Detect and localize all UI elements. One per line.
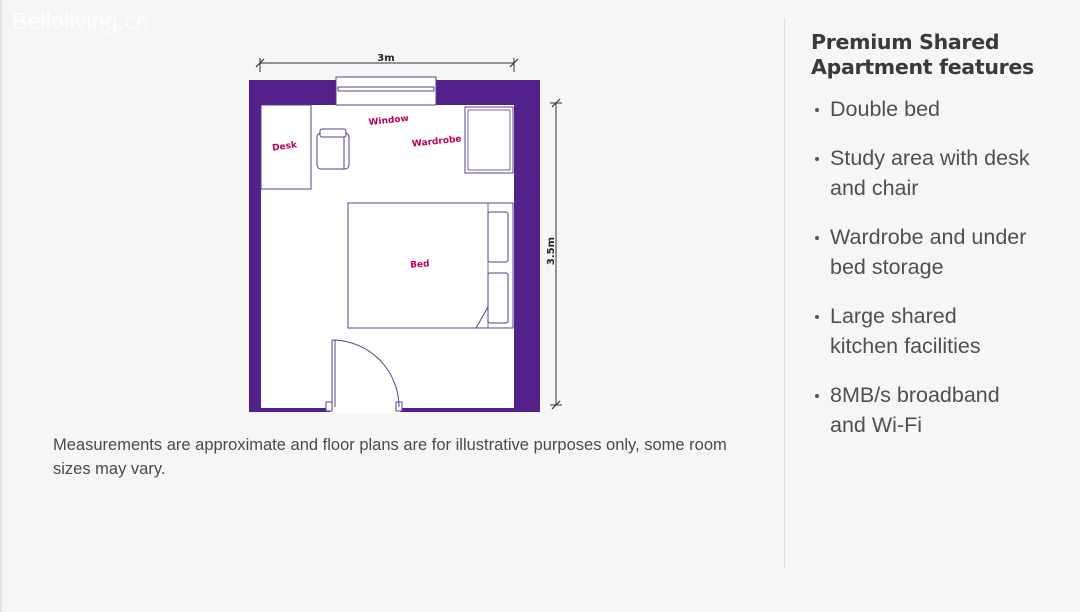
feature-text: 8MB/s broadband and Wi-Fi — [830, 383, 1000, 437]
chair — [316, 128, 350, 170]
bed-label: Bed — [410, 259, 430, 270]
width-dimension: 3m — [255, 53, 519, 72]
bullet-icon — [815, 108, 819, 112]
feature-text: Double bed — [830, 97, 940, 121]
feature-text: Wardrobe and under bed storage — [830, 225, 1027, 279]
floor-plan-drawing: 3m 3.5m Desk — [249, 53, 562, 413]
feature-text: Study area with desk and chair — [830, 146, 1030, 200]
feature-item: Study area with desk and chair — [811, 143, 1030, 203]
divider — [784, 18, 785, 568]
bed: Bed — [347, 202, 514, 329]
height-dimension: 3.5m — [546, 98, 562, 410]
bullet-icon — [815, 394, 819, 398]
page-edge — [0, 0, 2, 612]
watermark: Belloliving.cn — [12, 8, 150, 34]
disclaimer: Measurements are approximate and floor p… — [53, 436, 727, 478]
window-label: Window — [368, 114, 409, 128]
height-label: 3.5m — [546, 237, 557, 265]
bullet-icon — [815, 236, 819, 240]
floor-plan: 3m 3.5m Desk — [240, 45, 580, 420]
bullet-icon — [815, 157, 819, 161]
feature-item: Double bed — [811, 94, 1030, 124]
features-list: Double bed Study area with desk and chai… — [811, 94, 1071, 440]
width-label: 3m — [377, 53, 394, 64]
door — [331, 339, 400, 408]
desk-label: Desk — [272, 140, 299, 154]
feature-item: Large shared kitchen facilities — [811, 301, 1030, 361]
features-title: Premium Shared Apartment features — [811, 30, 1034, 79]
feature-item: 8MB/s broadband and Wi-Fi — [811, 380, 1030, 440]
feature-text: Large shared kitchen facilities — [830, 304, 981, 358]
wardrobe: Wardrobe — [412, 106, 514, 174]
bullet-icon — [815, 315, 819, 319]
features-panel: Premium Shared Apartment features Double… — [811, 30, 1071, 459]
desk: Desk — [260, 104, 312, 190]
feature-item: Wardrobe and under bed storage — [811, 222, 1030, 282]
